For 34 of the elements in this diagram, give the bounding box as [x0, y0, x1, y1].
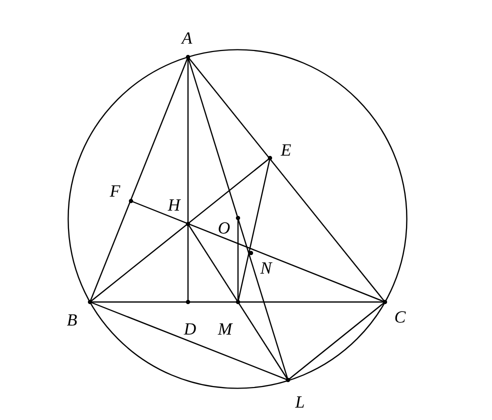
- line-segment: [187, 56, 289, 380]
- point-label: L: [295, 396, 304, 408]
- point: [236, 216, 240, 220]
- line-segment: [187, 57, 189, 302]
- point-label: B: [66, 314, 77, 326]
- point: [382, 300, 388, 304]
- point-label: N: [260, 262, 272, 274]
- line-segment: [188, 224, 288, 380]
- line-segment: [90, 158, 270, 302]
- point: [128, 198, 134, 204]
- line-segment: [130, 200, 386, 303]
- line-segment: [288, 302, 386, 380]
- point: [186, 222, 190, 226]
- point-label: A: [180, 32, 192, 44]
- line-segment: [237, 158, 271, 302]
- point-label: H: [168, 199, 181, 211]
- line-segment: [237, 218, 239, 302]
- point: [268, 156, 272, 160]
- line-segment: [188, 56, 386, 302]
- line-segment: [89, 56, 189, 302]
- point-label: E: [280, 144, 291, 156]
- point: [286, 378, 290, 382]
- line-segment: [90, 301, 288, 381]
- line-segment: [90, 301, 385, 303]
- point: [186, 54, 190, 60]
- point-label: D: [184, 323, 196, 335]
- point-label: F: [110, 185, 120, 197]
- point-label: O: [218, 222, 230, 234]
- point: [248, 250, 254, 256]
- point: [88, 300, 92, 304]
- point: [236, 300, 240, 304]
- point-label: M: [218, 323, 233, 335]
- point-label: C: [395, 311, 406, 323]
- point: [186, 300, 190, 304]
